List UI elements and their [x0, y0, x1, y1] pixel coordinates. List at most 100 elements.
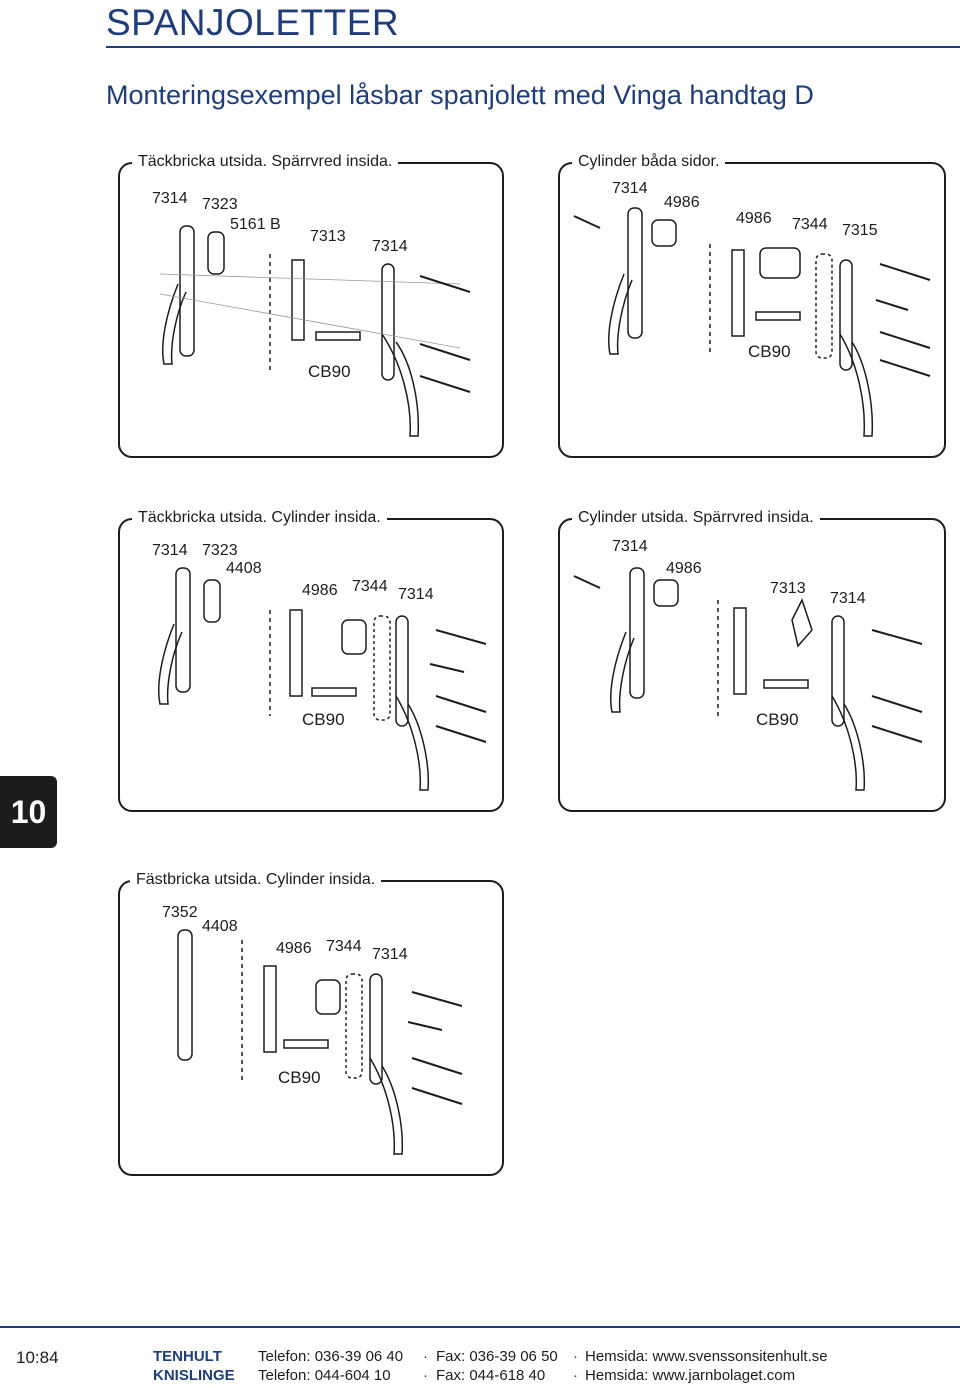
- lock-case: [731, 249, 745, 337]
- phone-text: Telefon: 044-604 10: [258, 1367, 391, 1384]
- bolt: [283, 1039, 329, 1049]
- part-label: 7314: [152, 190, 188, 207]
- cover-plate: [203, 579, 221, 623]
- bolt-label: CB90: [748, 342, 791, 361]
- assembly-panel-1: Täckbricka utsida. Spärrvred insida. 731…: [118, 153, 504, 458]
- part-label: 7313: [310, 228, 346, 245]
- escutcheon-plate: [629, 567, 645, 699]
- part-label: 7344: [792, 216, 828, 233]
- screw: [419, 375, 471, 393]
- panel-caption: Täckbricka utsida. Spärrvred insida.: [132, 153, 399, 171]
- bolt-label: CB90: [278, 1068, 321, 1087]
- assembly-panel-5: Fästbricka utsida. Cylinder insida. 7352…: [118, 871, 504, 1176]
- screw: [419, 343, 471, 361]
- company-name: TENHULT: [153, 1348, 222, 1365]
- key: [429, 663, 465, 673]
- escutcheon-plate: [395, 615, 409, 727]
- escutcheon-plate: [839, 259, 853, 371]
- website-text: Hemsida: www.svenssonsitenhult.se: [585, 1348, 828, 1365]
- part-label: 4986: [664, 194, 700, 211]
- part-label: 7314: [612, 538, 648, 555]
- handle: [395, 695, 430, 791]
- page-subtitle: Monteringsexempel låsbar spanjolett med …: [106, 80, 814, 110]
- cylinder: [653, 579, 679, 607]
- page-number: 10:84: [16, 1348, 59, 1367]
- assembly-panel-2: Cylinder båda sidor. 7314 4986 4986 7344…: [558, 153, 946, 458]
- part-label: 7314: [612, 180, 648, 197]
- lock-case: [289, 609, 303, 697]
- exploded-view-drawing: [573, 567, 923, 791]
- cylinder: [651, 219, 677, 247]
- handle: [831, 695, 866, 791]
- part-label: 7323: [202, 196, 238, 213]
- cover-plate: [207, 231, 225, 275]
- bolt-label: CB90: [302, 710, 345, 729]
- escutcheon-plate: [381, 263, 395, 381]
- lock-case: [733, 607, 747, 695]
- lock-case: [263, 965, 277, 1053]
- footer-rule: [0, 1326, 960, 1328]
- handle: [608, 273, 633, 355]
- page-title: SPANJOLETTER: [106, 2, 400, 43]
- part-label: 7344: [352, 578, 388, 595]
- separator: ·: [423, 1348, 428, 1365]
- screw: [435, 725, 487, 743]
- part-label: 7314: [152, 542, 188, 559]
- bolt-label: CB90: [308, 362, 351, 381]
- part-label: 4986: [302, 582, 338, 599]
- panel-caption: Cylinder båda sidor.: [572, 153, 726, 171]
- part-label: 7313: [770, 580, 806, 597]
- bolt: [311, 687, 357, 697]
- title-rule: [106, 46, 960, 48]
- bolt: [315, 331, 361, 341]
- cover-plate: [345, 973, 363, 1079]
- separator: ·: [573, 1367, 578, 1384]
- part-label: 4986: [276, 940, 312, 957]
- phone-text: Telefon: 036-39 06 40: [258, 1348, 404, 1365]
- handle: [610, 631, 635, 713]
- cylinder: [341, 619, 367, 655]
- fax-text: Fax: 044-618 40: [436, 1367, 546, 1384]
- screw: [871, 725, 923, 743]
- part-label: 4408: [226, 560, 262, 577]
- escutcheon-plate: [175, 567, 191, 693]
- bolt: [763, 679, 809, 689]
- exploded-view-drawing: [177, 929, 463, 1155]
- key: [573, 575, 601, 589]
- panel-caption: Täckbricka utsida. Cylinder insida.: [132, 509, 387, 527]
- handle: [162, 283, 187, 365]
- website-text: Hemsida: www.jarnbolaget.com: [585, 1367, 796, 1384]
- separator: ·: [423, 1367, 428, 1384]
- panel-caption: Cylinder utsida. Spärrvred insida.: [572, 509, 820, 527]
- screw: [411, 991, 463, 1007]
- part-label: 4986: [736, 210, 772, 227]
- part-label: 5161 B: [230, 216, 281, 233]
- escutcheon-plate: [369, 973, 383, 1085]
- part-label: 7314: [398, 586, 434, 603]
- key: [573, 215, 601, 229]
- handle: [369, 1057, 404, 1155]
- cylinder: [759, 247, 801, 279]
- cover-plate: [373, 615, 391, 721]
- part-label: 7344: [326, 938, 362, 955]
- mounting-plate: [177, 929, 193, 1061]
- exploded-view-drawing: [158, 567, 487, 791]
- assembly-panel-4: Cylinder utsida. Spärrvred insida. 7314 …: [558, 509, 946, 812]
- exploded-view-drawing: [159, 225, 471, 437]
- escutcheon-plate: [179, 225, 195, 357]
- screw: [411, 1057, 463, 1075]
- screw: [879, 263, 931, 281]
- part-label: 7323: [202, 542, 238, 559]
- fax-text: Fax: 036-39 06 50: [436, 1348, 558, 1365]
- screw: [435, 695, 487, 713]
- panel-caption: Fästbricka utsida. Cylinder insida.: [130, 871, 382, 889]
- key: [875, 299, 909, 311]
- screw: [419, 275, 471, 293]
- thumb-turn: [791, 598, 813, 648]
- part-label: 7314: [372, 238, 408, 255]
- part-label: 7315: [842, 222, 878, 239]
- screw: [871, 629, 923, 645]
- key: [407, 1021, 443, 1031]
- bolt-label: CB90: [756, 710, 799, 729]
- part-label: 4408: [202, 918, 238, 935]
